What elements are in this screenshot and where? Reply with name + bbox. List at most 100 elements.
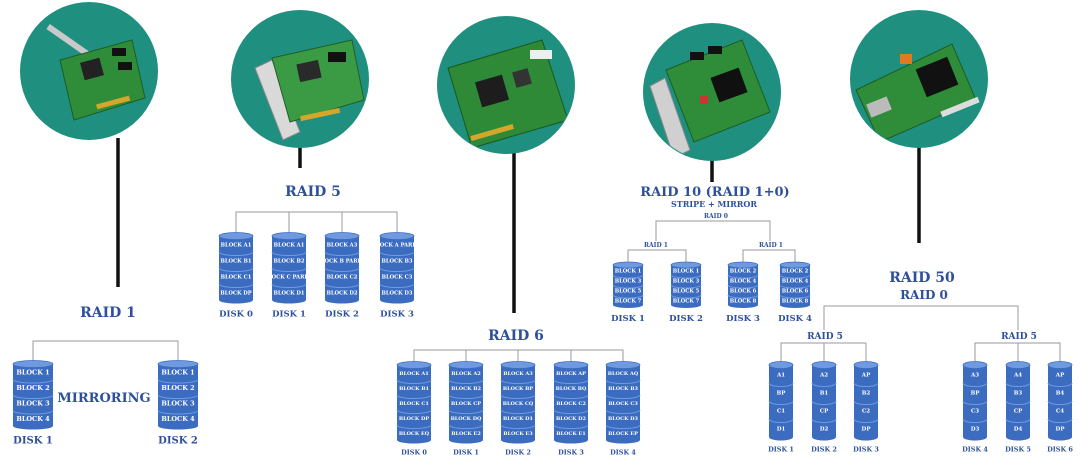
raid50-raid0-label: RAID 0 xyxy=(900,288,948,302)
disk-block-label: AP xyxy=(861,372,870,378)
disk-body xyxy=(380,236,414,300)
disk-top xyxy=(1005,361,1031,369)
disk-block-label: BLOCK D2 xyxy=(326,290,357,296)
disk-divider xyxy=(768,400,794,405)
disk-body xyxy=(158,364,198,426)
raid10-subtitle: STRIPE + MIRROR xyxy=(671,199,757,209)
disk-top xyxy=(379,232,415,240)
raid1-mirror-label: MIRRORING xyxy=(57,391,150,406)
disk-block-label: BLOCK BP xyxy=(503,386,533,392)
disk-label: DISK 0 xyxy=(219,310,253,320)
disk-block-label: BLOCK E2 xyxy=(451,431,481,437)
disk-bottom xyxy=(671,302,701,308)
disk-divider xyxy=(605,394,641,399)
disk-top xyxy=(500,361,536,369)
disk-body xyxy=(272,236,306,300)
disk-divider xyxy=(605,424,641,429)
disk-block-label: D4 xyxy=(1014,426,1023,432)
disk-divider xyxy=(218,283,254,288)
disk-divider xyxy=(853,382,879,387)
raid10-raid1-label-b: RAID 1 xyxy=(759,242,783,249)
disk-bottom xyxy=(554,436,588,444)
disk-divider xyxy=(500,424,536,429)
disk-block-label: BLOCK AQ xyxy=(608,371,639,377)
disk-block-label: BLOCK BQ xyxy=(556,386,587,392)
disk-body xyxy=(812,365,836,437)
disk-divider xyxy=(779,294,811,299)
raid-card-icon xyxy=(850,10,988,148)
disk-divider xyxy=(157,410,199,415)
disk-block-label: BLOCK D1 xyxy=(273,290,304,296)
disk-block-label: BLOCK 5 xyxy=(615,288,642,294)
disk-divider xyxy=(962,382,988,387)
disk-top xyxy=(727,261,759,269)
disk-bottom xyxy=(325,296,359,304)
disk-block-label: BLOCK E1 xyxy=(556,431,585,437)
disk-bottom xyxy=(13,422,53,430)
raid50-connector-top xyxy=(823,305,1019,330)
disk-bottom xyxy=(963,433,987,441)
disk-bottom xyxy=(854,433,878,441)
disk-divider xyxy=(396,424,432,429)
disk-block-label: BP xyxy=(777,390,786,396)
raid6-connector xyxy=(413,349,624,365)
disk-divider xyxy=(962,400,988,405)
disk-divider xyxy=(811,382,837,387)
disk-block-label: BLOCK B PARITY xyxy=(316,258,367,264)
disk-block-label: BLOCK A3 xyxy=(503,371,533,377)
disk-block-label: BLOCK 6 xyxy=(730,288,757,294)
connectors xyxy=(32,211,1061,365)
disk-block-label: BLOCK 3 xyxy=(161,400,195,408)
disk-top xyxy=(396,361,432,369)
disk-divider xyxy=(553,379,589,384)
disk-bottom xyxy=(272,296,306,304)
disk-divider xyxy=(12,394,54,399)
disk-bottom xyxy=(397,436,431,444)
disk-block-label: BLOCK C2 xyxy=(556,401,586,407)
disk-block-label: C3 xyxy=(971,408,979,414)
disk-block-label: BLOCK D2 xyxy=(556,416,586,422)
disk-body xyxy=(854,365,878,437)
disk-divider xyxy=(605,409,641,414)
disk-block-label: BLOCK 8 xyxy=(782,298,809,304)
disk-top xyxy=(811,361,837,369)
disk-block-label: BLOCK 5 xyxy=(673,288,700,294)
disk-block-label: C4 xyxy=(1056,408,1064,414)
disk-divider xyxy=(324,251,360,256)
disk-bottom xyxy=(812,433,836,441)
disk-divider xyxy=(379,283,415,288)
raid-card-icon xyxy=(643,23,781,161)
disk-label: DISK 0 xyxy=(401,449,427,457)
disk-divider xyxy=(12,410,54,415)
disk-block-label: BLOCK E3 xyxy=(503,431,533,437)
disk-divider xyxy=(396,394,432,399)
disk-top xyxy=(670,261,702,269)
disk-block-label: BLOCK A1 xyxy=(274,242,305,248)
disk-block-label: BLOCK 1 xyxy=(615,268,642,274)
disk-block-label: BLOCK C3 xyxy=(608,401,638,407)
disk-divider xyxy=(12,379,54,384)
disk-block-label: BLOCK 1 xyxy=(161,369,194,377)
disk-bottom xyxy=(613,302,643,308)
disk-label: DISK 1 xyxy=(611,314,645,324)
disk-block-label: BLOCK 8 xyxy=(730,298,757,304)
raid50-raid5-label-a: RAID 5 xyxy=(807,332,843,342)
disk-block-label: BLOCK 2 xyxy=(730,268,757,274)
disk-divider xyxy=(500,379,536,384)
disk-divider xyxy=(500,394,536,399)
disk-block-label: AP xyxy=(1055,372,1064,378)
disk-label: DISK 2 xyxy=(669,314,703,324)
disk-bottom xyxy=(380,296,414,304)
disk-block-label: BLOCK 4 xyxy=(730,278,757,284)
raid10-raid1-label-a: RAID 1 xyxy=(644,242,668,249)
disk-top xyxy=(553,361,589,369)
disk-divider xyxy=(271,283,307,288)
disk-label: DISK 2 xyxy=(811,446,837,454)
